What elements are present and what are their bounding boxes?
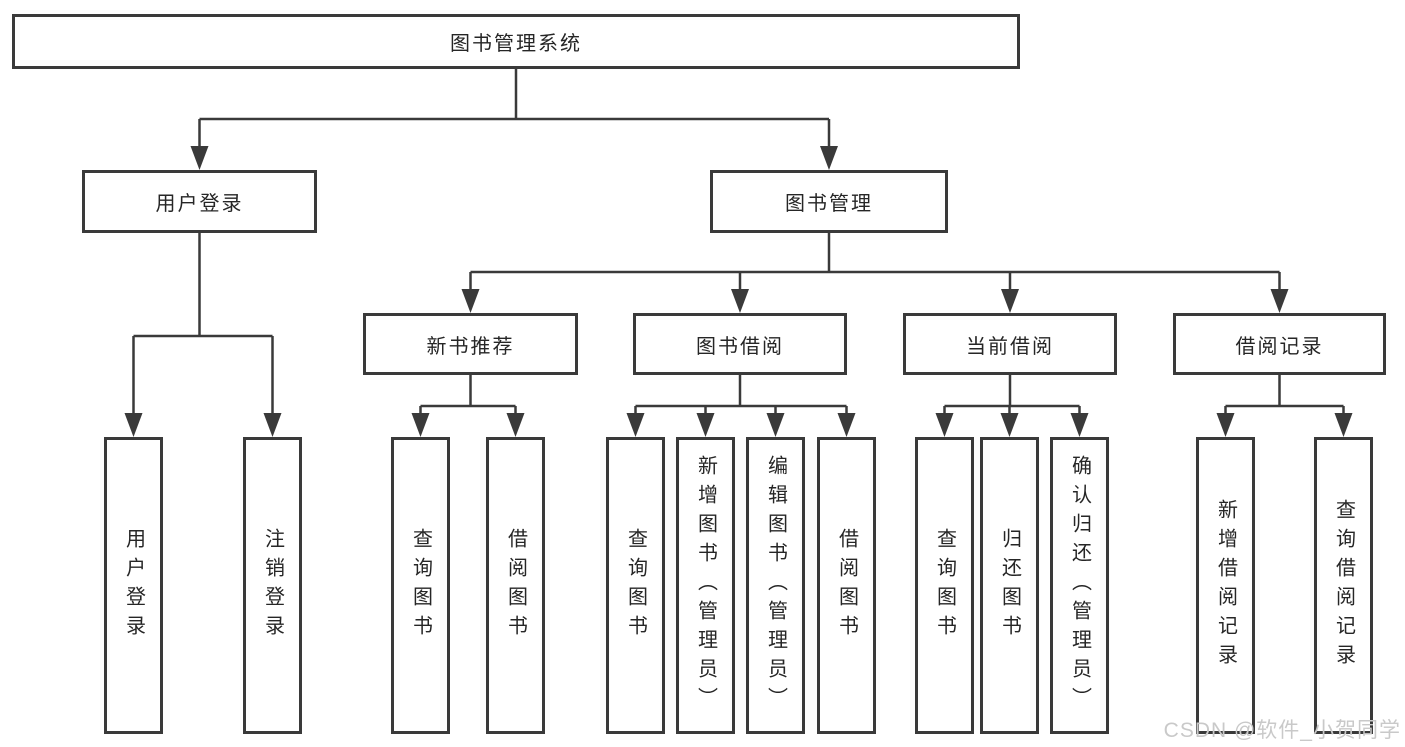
node-borrow-books-2: 借阅图书 — [817, 437, 876, 734]
node-library-management-system: 图书管理系统 — [12, 14, 1020, 69]
node-book-management: 图书管理 — [710, 170, 948, 233]
node-query-books-1: 查询图书 — [391, 437, 450, 734]
node-borrow-records: 借阅记录 — [1173, 313, 1386, 375]
node-borrow-books-1: 借阅图书 — [486, 437, 545, 734]
node-add-book-admin: 新增图书（管理员） — [676, 437, 735, 734]
node-query-borrow-record: 查询借阅记录 — [1314, 437, 1373, 734]
node-user-login-leaf: 用户登录 — [104, 437, 163, 734]
node-user-login: 用户登录 — [82, 170, 317, 233]
node-query-books-2: 查询图书 — [606, 437, 665, 734]
node-edit-book-admin: 编辑图书（管理员） — [746, 437, 805, 734]
node-query-books-3: 查询图书 — [915, 437, 974, 734]
node-new-book-recommend: 新书推荐 — [363, 313, 578, 375]
node-logout-leaf: 注销登录 — [243, 437, 302, 734]
watermark: CSDN @软件_小贺同学 — [1163, 719, 1401, 742]
node-add-borrow-record: 新增借阅记录 — [1196, 437, 1255, 734]
node-confirm-return-admin: 确认归还（管理员） — [1050, 437, 1109, 734]
node-return-book: 归还图书 — [980, 437, 1039, 734]
arrowheads — [124, 146, 1353, 437]
node-current-borrow: 当前借阅 — [903, 313, 1117, 375]
node-book-borrow: 图书借阅 — [633, 313, 847, 375]
